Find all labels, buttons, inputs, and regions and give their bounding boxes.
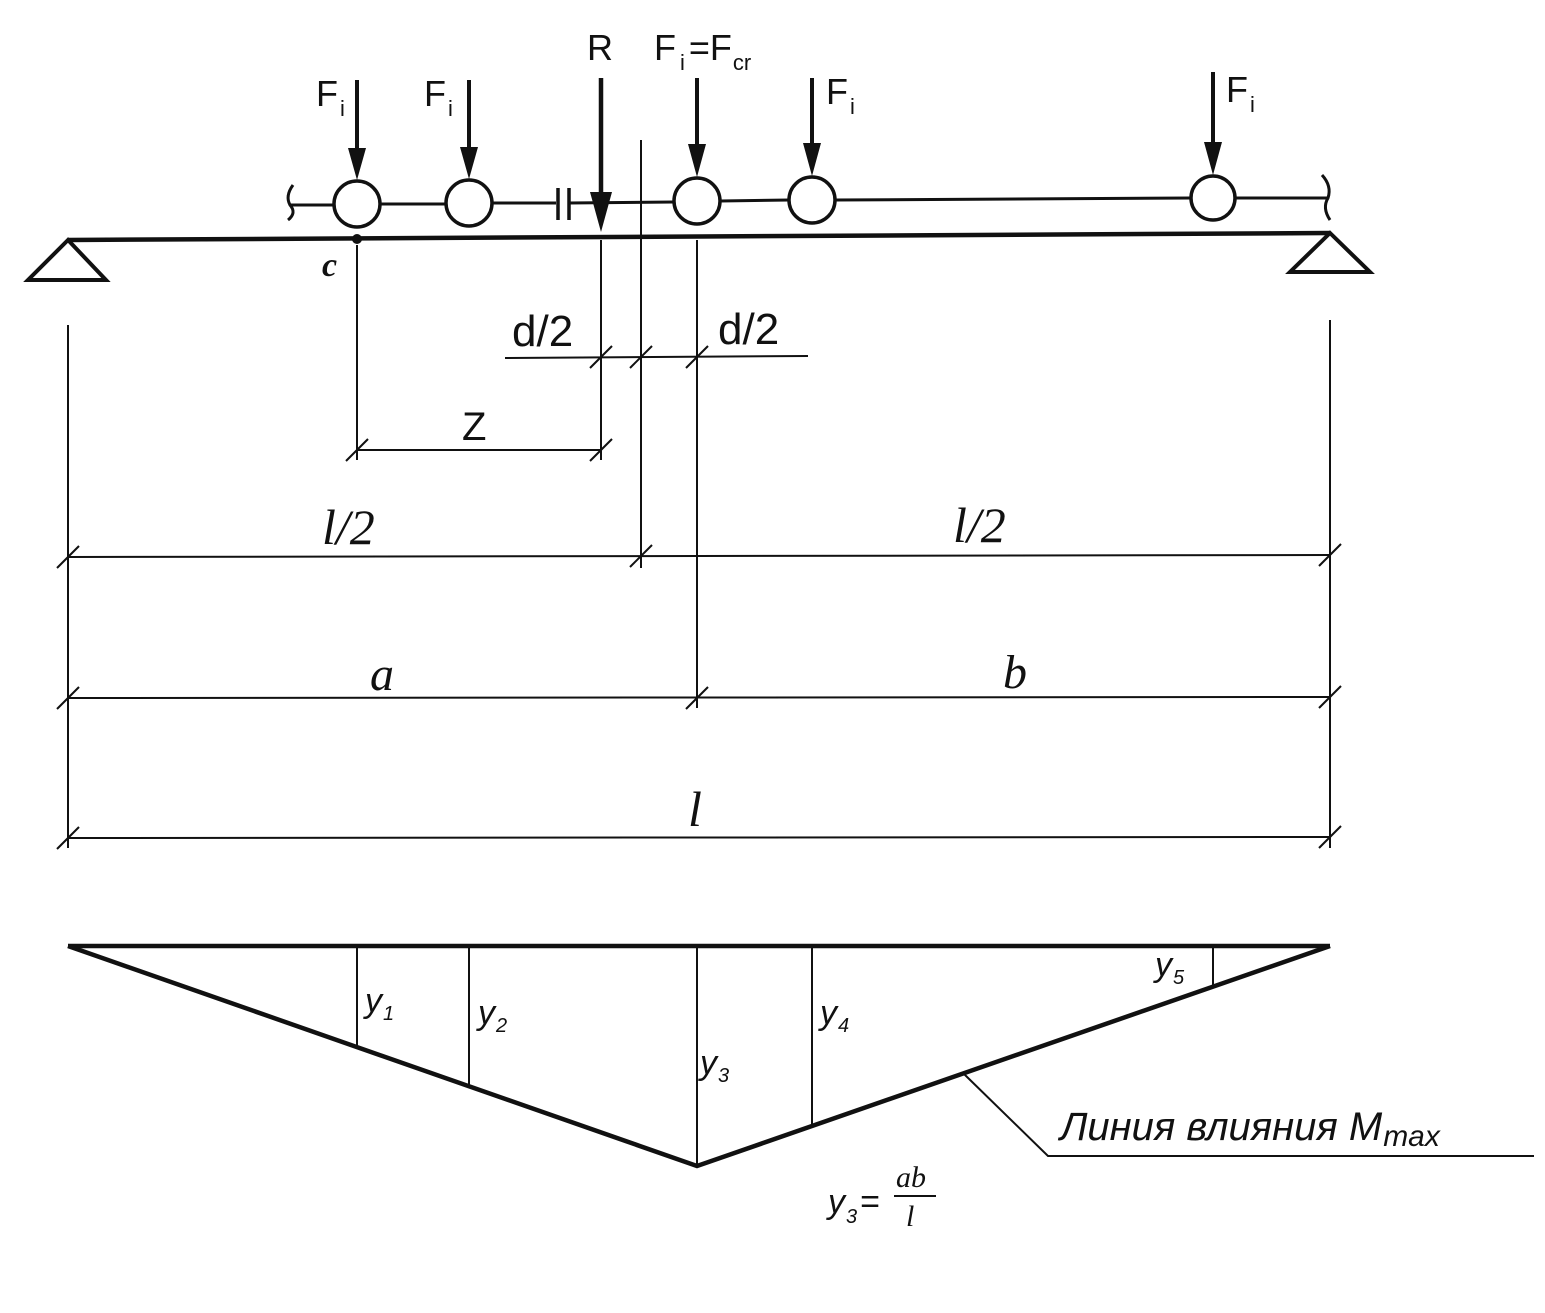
- formula-lhs: y3=: [826, 1183, 880, 1228]
- wheel-2: [444, 178, 494, 228]
- formula-numerator: ab: [896, 1161, 926, 1194]
- formula-denominator: l: [906, 1200, 914, 1233]
- ordinate-y2-label: y2: [476, 994, 507, 1037]
- dim-label-l: l: [688, 781, 702, 837]
- dim-label-l-half-right: l/2: [953, 497, 1006, 553]
- dimension-line-l-half: [67, 554, 1331, 558]
- extension-lines: [67, 140, 1331, 848]
- dimension-tick: [56, 826, 80, 850]
- dim-label-b: b: [1003, 646, 1027, 699]
- dimension-tick: [1318, 543, 1342, 567]
- beam: [67, 230, 1331, 243]
- load-label-1: Fi: [316, 73, 345, 121]
- right-support: [1285, 230, 1375, 274]
- train-link: [568, 200, 675, 205]
- dimension-lines: [56, 345, 1342, 850]
- arrow-head: [348, 148, 366, 180]
- wheel-5: [1189, 174, 1237, 222]
- left-support-triangle: [23, 237, 111, 282]
- wheel-4: [787, 175, 837, 225]
- left-support: [23, 237, 111, 282]
- point-c-label: c: [322, 247, 337, 284]
- dimension-tick: [629, 345, 653, 369]
- dimension-line-a-b: [67, 696, 1331, 699]
- arrow-head: [1204, 142, 1222, 175]
- resultant-label: R: [587, 27, 613, 68]
- load-train: [286, 173, 1332, 229]
- arrow-head: [803, 143, 821, 176]
- dimension-tick: [685, 345, 709, 369]
- wheel-3: [672, 176, 722, 226]
- leader-line: [963, 1073, 1534, 1157]
- arrow-head: [688, 144, 706, 177]
- train-link: [834, 196, 1192, 202]
- dim-label-l-half-left: l/2: [322, 499, 375, 555]
- dimension-tick: [345, 438, 369, 462]
- beam-line: [67, 230, 1331, 243]
- load-label-5: Fi: [1226, 69, 1255, 117]
- load-label-2: Fi: [424, 73, 453, 121]
- dim-label-d-half-left: d/2: [512, 307, 573, 356]
- wheel-1: [332, 179, 382, 229]
- ordinate-y5-label: y5: [1153, 946, 1185, 989]
- dimension-tick: [589, 345, 613, 369]
- load-arrows: [348, 72, 1222, 232]
- load-label-4: Fi: [826, 71, 855, 119]
- ordinate-y3-label: y3: [698, 1044, 729, 1087]
- dim-label-z: Z: [462, 405, 486, 449]
- arrow-head: [460, 147, 478, 179]
- dimension-tick: [56, 686, 80, 710]
- point-c-marker: [352, 234, 362, 244]
- dim-label-a: a: [370, 648, 394, 701]
- dim-label-d-half-right: d/2: [718, 305, 779, 354]
- resultant-arrow-head: [590, 192, 612, 232]
- influence-line-label: Линия влияния Mmax: [1057, 1105, 1441, 1153]
- influence-line: [67, 943, 1331, 1169]
- dimension-tick: [589, 438, 613, 462]
- dimension-tick: [629, 544, 653, 568]
- dimension-tick: [1318, 685, 1342, 709]
- influence-line-leader: [963, 1073, 1534, 1157]
- dimension-tick: [1318, 825, 1342, 849]
- dimension-line-l: [67, 836, 1331, 839]
- train-link: [719, 198, 790, 203]
- dimension-tick: [56, 545, 80, 569]
- right-support-triangle: [1285, 230, 1375, 274]
- ordinate-y1-label: y1: [363, 982, 394, 1025]
- dimension-tick: [685, 686, 709, 710]
- y3-formula: y3= ab l: [826, 1161, 936, 1233]
- train-right-end: [1320, 173, 1332, 221]
- dimension-line-d: [504, 355, 809, 359]
- ordinate-y4-label: y4: [818, 994, 849, 1037]
- train-left-end: [286, 184, 295, 222]
